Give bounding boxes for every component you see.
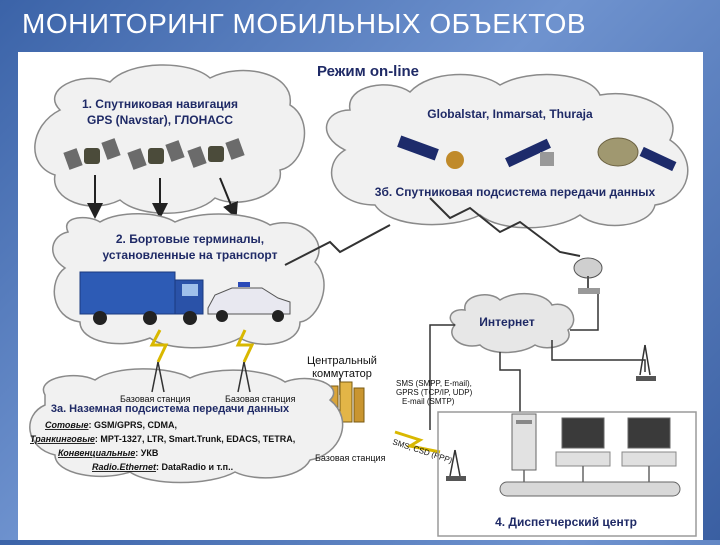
diagram: Режим on-line 1. Спутниковая навигация G… bbox=[29, 63, 697, 537]
gps-satellite-icon bbox=[63, 138, 121, 170]
internet-label: Интернет bbox=[479, 315, 535, 329]
connector-line bbox=[429, 324, 455, 430]
terminals-subtitle: установленные на транспорт bbox=[103, 248, 278, 262]
protocol-sms: SMS (SMPP, E-mail), bbox=[396, 379, 472, 388]
mode-title: Режим on-line bbox=[317, 63, 419, 80]
workstation-icon bbox=[555, 417, 611, 467]
slide-title: МОНИТОРИНГ МОБИЛЬНЫХ ОБЪЕКТОВ bbox=[22, 8, 587, 39]
antenna-tower-icon bbox=[636, 344, 656, 381]
connector-line bbox=[499, 352, 521, 412]
dispatch-center-frame bbox=[437, 411, 697, 537]
antenna-tower-icon bbox=[446, 449, 466, 481]
radio-link bbox=[284, 224, 391, 266]
ground-cloud bbox=[29, 368, 344, 484]
thuraya-satellite-icon bbox=[597, 137, 677, 172]
ground-row-value: : DataRadio и т.п.. bbox=[156, 462, 233, 472]
ground-row-conventional: Конвенциальные: УКВ bbox=[58, 448, 159, 458]
nav-subtitle: GPS (Navstar), ГЛОНАСС bbox=[87, 113, 233, 127]
base-station-tower-icon bbox=[151, 361, 165, 393]
nav-cloud bbox=[34, 64, 306, 214]
ground-row-value: : GSM/GPRS, CDMA, bbox=[89, 420, 178, 430]
glonass-satellite-icon bbox=[187, 138, 245, 168]
server-icon bbox=[511, 413, 537, 471]
protocol-gprs: GPRS (TCP/IP, UDP) bbox=[396, 388, 473, 397]
globalstar-satellite-icon bbox=[397, 135, 464, 169]
base-station-tower-icon bbox=[237, 361, 251, 393]
radio-link bbox=[429, 197, 581, 257]
ground-row-radio-ethernet: Radio.Ethernet: DataRadio и т.п.. bbox=[92, 462, 233, 472]
switch-label-1: Центральный bbox=[307, 355, 377, 367]
satcom-cloud bbox=[325, 73, 689, 229]
satcom-title: Globalstar, Inmarsat, Thuraja bbox=[427, 107, 593, 121]
gps-satellite-icon bbox=[127, 140, 185, 170]
ground-row-trunk: Транкинговые: MPT-1327, LTR, Smart.Trunk… bbox=[30, 434, 295, 444]
connector-line bbox=[570, 294, 599, 331]
radio-link bbox=[149, 329, 169, 363]
base-station-label: Базовая станция bbox=[315, 453, 386, 463]
ground-row-key: Radio.Ethernet bbox=[92, 462, 157, 472]
satellite-dish-icon bbox=[573, 257, 603, 294]
sms-link-label: SMS, CSD (PPP) bbox=[391, 437, 453, 465]
dispatch-center-label: 4. Диспетчерский центр bbox=[495, 515, 637, 529]
ground-row-value: : УКВ bbox=[135, 448, 159, 458]
terminals-title: 2. Бортовые терминалы, bbox=[116, 232, 264, 246]
ground-row-value: : MPT-1327, LTR, Smart.Trunk, EDACS, TET… bbox=[95, 434, 295, 444]
switch-label-2: коммутатор bbox=[312, 368, 372, 380]
workstation-icon bbox=[621, 417, 677, 467]
base-station-label: Базовая станция bbox=[225, 394, 296, 404]
ground-row-key: Конвенциальные bbox=[58, 448, 135, 458]
ground-row-cellular: Сотовые: GSM/GPRS, CDMA, bbox=[45, 420, 177, 430]
nav-title: 1. Спутниковая навигация bbox=[82, 97, 238, 111]
radio-link bbox=[235, 329, 255, 363]
ground-title: 3а. Наземная подсистема передачи данных bbox=[51, 403, 290, 415]
diagram-panel: Режим on-line 1. Спутниковая навигация G… bbox=[18, 52, 703, 540]
protocol-email: E-mail (SMTP) bbox=[402, 397, 455, 406]
network-bus bbox=[499, 466, 681, 497]
radio-link bbox=[394, 430, 441, 454]
car-icon bbox=[207, 282, 291, 322]
inmarsat-satellite-icon bbox=[505, 138, 554, 168]
ground-row-key: Сотовые bbox=[45, 420, 89, 430]
nav-arrow bbox=[219, 177, 238, 219]
ground-row-key: Транкинговые bbox=[30, 434, 95, 444]
truck-icon bbox=[79, 271, 204, 325]
base-station-label: Базовая станция bbox=[120, 394, 191, 404]
connector-line bbox=[551, 340, 646, 372]
satcom-subtitle: 3б. Спутниковая подсистема передачи данн… bbox=[375, 185, 656, 199]
internet-cloud bbox=[449, 293, 575, 354]
